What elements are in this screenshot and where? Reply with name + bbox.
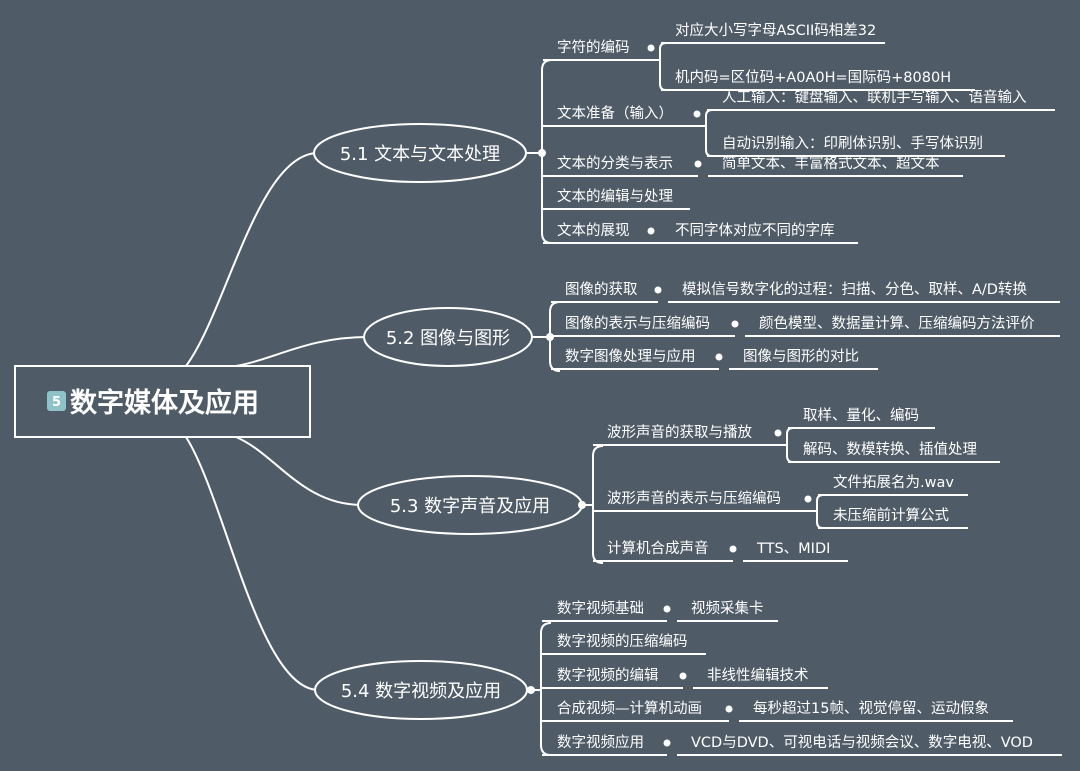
item-label[interactable]: 文本的分类与表示 bbox=[557, 155, 673, 172]
detail-label[interactable]: 非线性编辑技术 bbox=[707, 667, 809, 684]
item-label[interactable]: 字符的编码 bbox=[557, 39, 630, 56]
detail-label[interactable]: 机内码=区位码+A0A0H=国际码+8080H bbox=[675, 69, 951, 86]
item-label[interactable]: 计算机合成声音 bbox=[607, 539, 709, 557]
item-label[interactable]: 合成视频—计算机动画 bbox=[557, 700, 702, 717]
item-collapse-dot[interactable] bbox=[729, 545, 737, 553]
item-label[interactable]: 数字视频基础 bbox=[557, 600, 644, 617]
root-title: 数字媒体及应用 bbox=[70, 387, 259, 419]
detail-label[interactable]: 解码、数模转换、插值处理 bbox=[803, 441, 977, 458]
section-node[interactable] bbox=[313, 123, 527, 183]
section-collapse-dot[interactable] bbox=[578, 501, 586, 509]
section-connector bbox=[235, 436, 363, 506]
section-title: 5.4 数字视频及应用 bbox=[341, 681, 501, 702]
detail-label[interactable]: VCD与DVD、可视电话与视频会议、数字电视、VOD bbox=[691, 734, 1033, 751]
item-label[interactable]: 文本的展现 bbox=[557, 222, 630, 239]
item-collapse-dot[interactable] bbox=[725, 705, 733, 713]
item-collapse-dot[interactable] bbox=[693, 110, 701, 118]
detail-label[interactable]: 人工输入：键盘输入、联机手写输入、语音输入 bbox=[722, 88, 1027, 106]
item-collapse-dot[interactable] bbox=[654, 286, 662, 294]
item-collapse-dot[interactable] bbox=[663, 605, 671, 613]
section-node[interactable] bbox=[363, 307, 533, 367]
item-collapse-dot[interactable] bbox=[804, 495, 812, 503]
section-collapse-dot[interactable] bbox=[538, 149, 546, 157]
root-badge-number: 5 bbox=[52, 395, 61, 410]
detail-label[interactable]: 对应大小写字母ASCII码相差32 bbox=[675, 21, 876, 39]
detail-label[interactable]: TTS、MIDI bbox=[756, 541, 830, 557]
item-label[interactable]: 数字视频的编辑 bbox=[557, 667, 659, 684]
detail-label[interactable]: 视频采集卡 bbox=[691, 600, 764, 617]
section-title: 5.3 数字声音及应用 bbox=[390, 496, 550, 517]
item-collapse-dot[interactable] bbox=[647, 44, 655, 52]
section-title: 5.2 图像与图形 bbox=[386, 328, 510, 349]
item-collapse-dot[interactable] bbox=[731, 320, 739, 328]
detail-label[interactable]: 颜色模型、数据量计算、压缩编码方法评价 bbox=[759, 315, 1035, 332]
item-collapse-dot[interactable] bbox=[694, 160, 702, 168]
detail-label[interactable]: 自动识别输入：印刷体识别、手写体识别 bbox=[722, 135, 983, 152]
item-label[interactable]: 文本准备（输入） bbox=[557, 105, 673, 122]
detail-label[interactable]: 未压缩前计算公式 bbox=[833, 507, 949, 524]
section-collapse-dot[interactable] bbox=[546, 333, 554, 341]
item-label[interactable]: 文本的编辑与处理 bbox=[557, 188, 673, 205]
item-label[interactable]: 波形声音的获取与播放 bbox=[607, 423, 752, 441]
detail-bracket bbox=[816, 494, 824, 529]
section-connector bbox=[185, 152, 319, 367]
section-connector bbox=[185, 436, 320, 691]
detail-label[interactable]: 不同字体对应不同的字库 bbox=[675, 221, 835, 239]
detail-bracket bbox=[659, 42, 667, 91]
item-label[interactable]: 图像的表示与压缩编码 bbox=[565, 315, 710, 332]
section-spine bbox=[592, 445, 604, 564]
item-collapse-dot[interactable] bbox=[663, 739, 671, 747]
detail-bracket bbox=[705, 109, 713, 157]
detail-label[interactable]: 简单文本、丰富格式文本、超文本 bbox=[722, 154, 940, 172]
item-collapse-dot[interactable] bbox=[647, 227, 655, 235]
section-collapse-dot[interactable] bbox=[527, 686, 535, 694]
item-label[interactable]: 数字图像处理与应用 bbox=[565, 347, 696, 365]
item-collapse-dot[interactable] bbox=[679, 672, 687, 680]
item-label[interactable]: 数字视频应用 bbox=[557, 733, 644, 751]
detail-label[interactable]: 模拟信号数字化的过程：扫描、分色、取样、A/D转换 bbox=[682, 281, 1027, 298]
item-label[interactable]: 数字视频的压缩编码 bbox=[557, 633, 688, 650]
detail-label[interactable]: 取样、量化、编码 bbox=[803, 407, 919, 424]
section-title: 5.1 文本与文本处理 bbox=[340, 144, 500, 165]
item-collapse-dot[interactable] bbox=[715, 353, 723, 361]
item-label[interactable]: 图像的获取 bbox=[565, 281, 638, 298]
root-badge bbox=[47, 391, 66, 411]
detail-label[interactable]: 每秒超过15帧、视觉停留、运动假象 bbox=[753, 700, 989, 717]
section-connector bbox=[235, 336, 369, 367]
item-collapse-dot[interactable] bbox=[774, 429, 782, 437]
item-label[interactable]: 波形声音的表示与压缩编码 bbox=[607, 489, 781, 507]
detail-bracket bbox=[786, 427, 794, 463]
detail-label[interactable]: 图像与图形的对比 bbox=[743, 348, 859, 365]
detail-label[interactable]: 文件拓展名为.wav bbox=[833, 474, 954, 491]
